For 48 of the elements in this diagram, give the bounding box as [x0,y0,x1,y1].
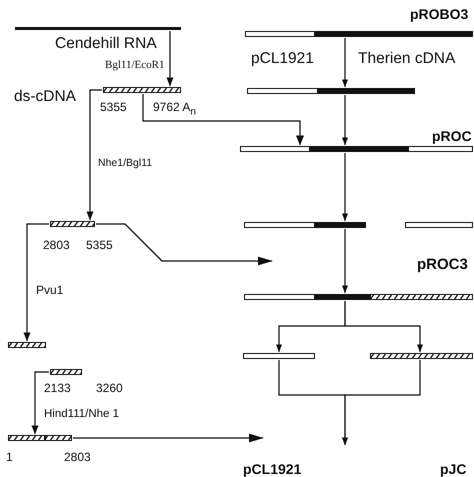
position-number: 2803 [64,451,91,463]
plasmid-bar [405,222,473,228]
arrow [344,301,423,352]
arrow [142,94,304,146]
arrow [32,371,49,434]
position-number: 2133 [44,382,71,394]
position-number: 9762 A$_{n}$ [153,101,196,118]
plasmid-bar [247,88,415,94]
arrow [342,95,348,146]
arrow [342,38,348,88]
enzyme-label: Pvu1 [35,284,64,296]
molecule-label: ds-cDNA [14,89,76,104]
plasmid-bar [244,294,473,300]
plasmid-bar [244,222,366,228]
position-number: 5355 [86,239,113,251]
arrow [342,153,348,222]
plasmid-name: pCL1921 [243,462,302,476]
molecule-label: Cendehill RNA [55,36,157,52]
plasmid-bar [370,353,473,359]
arrow [342,229,348,294]
cdna-fragment-bar [50,369,82,375]
plasmid-bar [243,353,315,359]
arrow [96,223,272,266]
position-number: 2803 [43,239,70,251]
arrow [342,360,421,446]
position-number: 3260 [96,382,123,394]
cdna-fragment-bar [8,342,46,348]
plasmid-name: pJC [440,462,466,476]
enzyme-label: Nhe1/Bgl11 [97,158,154,168]
rna-line [15,27,181,30]
cdna-fragment-bar [8,435,72,441]
cdna-fragment-bar [103,87,181,93]
position-number: 5355 [100,101,127,113]
arrow [166,31,174,86]
cdna-fragment-bar [50,221,95,227]
arrow [24,223,49,342]
position-number: 1 [6,451,13,463]
segment-label: Therien cDNA [358,51,456,66]
enzyme-label: Bgl11/EcoR1 [104,60,166,71]
plasmid-name: pROBO3 [410,7,468,21]
segment-label: pCL1921 [251,51,314,66]
plasmid-name: pROC3 [417,257,468,272]
plasmid-bar [245,31,473,37]
arrow [86,89,102,220]
plasmid-name: pROC [432,129,472,143]
enzyme-label: Hind111/Nhe 1 [43,409,120,420]
arrow [73,434,264,442]
plasmid-bar [240,146,473,152]
